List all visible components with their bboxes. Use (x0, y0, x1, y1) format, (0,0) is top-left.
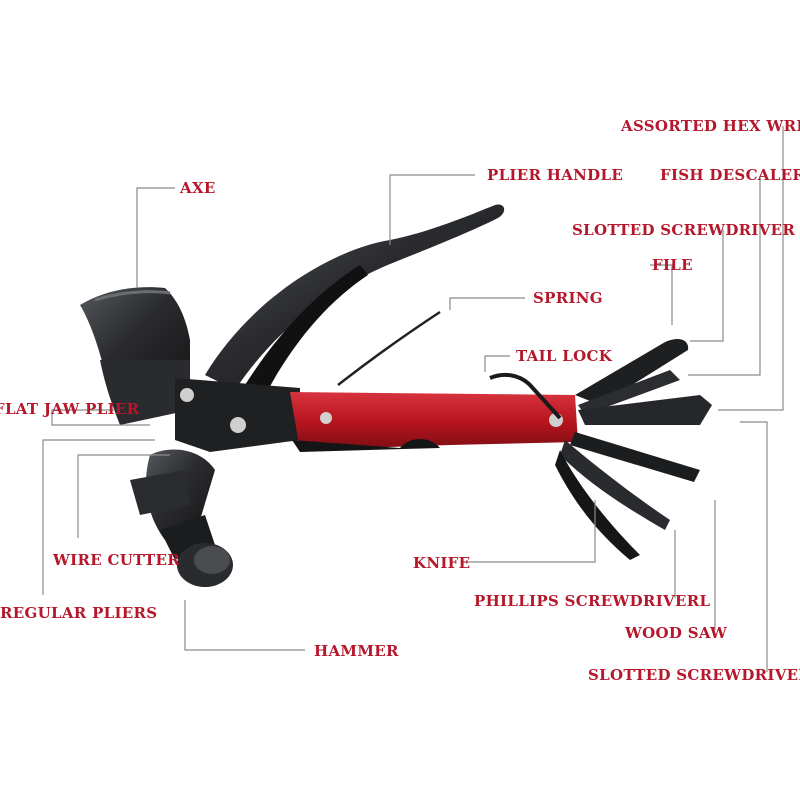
label-fish-descaler: FISH DESCALER (660, 166, 800, 184)
red-handle-shape (290, 392, 578, 452)
label-regular-pliers: REGULAR PLIERS (0, 604, 158, 622)
label-assorted-hex-wrench: ASSORTED HEX WRENCH (621, 117, 800, 135)
label-wire-cutter: WIRE CUTTER (53, 551, 180, 569)
plier-handle-shape (205, 204, 505, 390)
center-body-shape (175, 378, 300, 452)
label-file: FILE (652, 256, 693, 274)
label-hammer: HAMMER (314, 642, 399, 660)
label-knife: KNIFE (413, 554, 471, 572)
label-wood-saw: WOOD SAW (625, 624, 728, 642)
fanned-tools-shape (555, 338, 712, 560)
label-phillips-screwdriver: PHILLIPS SCREWDRIVERL (474, 592, 711, 610)
label-axe: AXE (180, 179, 216, 197)
leader-lines (42, 126, 784, 672)
label-slotted-screwdriver-bottom: SLOTTED SCREWDRIVER (588, 666, 800, 684)
label-plier-handle: PLIER HANDLE (487, 166, 624, 184)
spring-wire (337, 310, 441, 386)
label-flat-jaw-plier: FLAT JAW PLIER (0, 400, 140, 418)
label-slotted-screwdriver-top: SLOTTED SCREWDRIVER (572, 221, 796, 239)
hammer-shape (130, 449, 233, 587)
label-tail-lock: TAIL LOCK (516, 347, 613, 365)
axe-head-shape (80, 287, 190, 425)
label-spring: SPRING (533, 289, 603, 307)
tail-lock-shape (489, 372, 562, 420)
